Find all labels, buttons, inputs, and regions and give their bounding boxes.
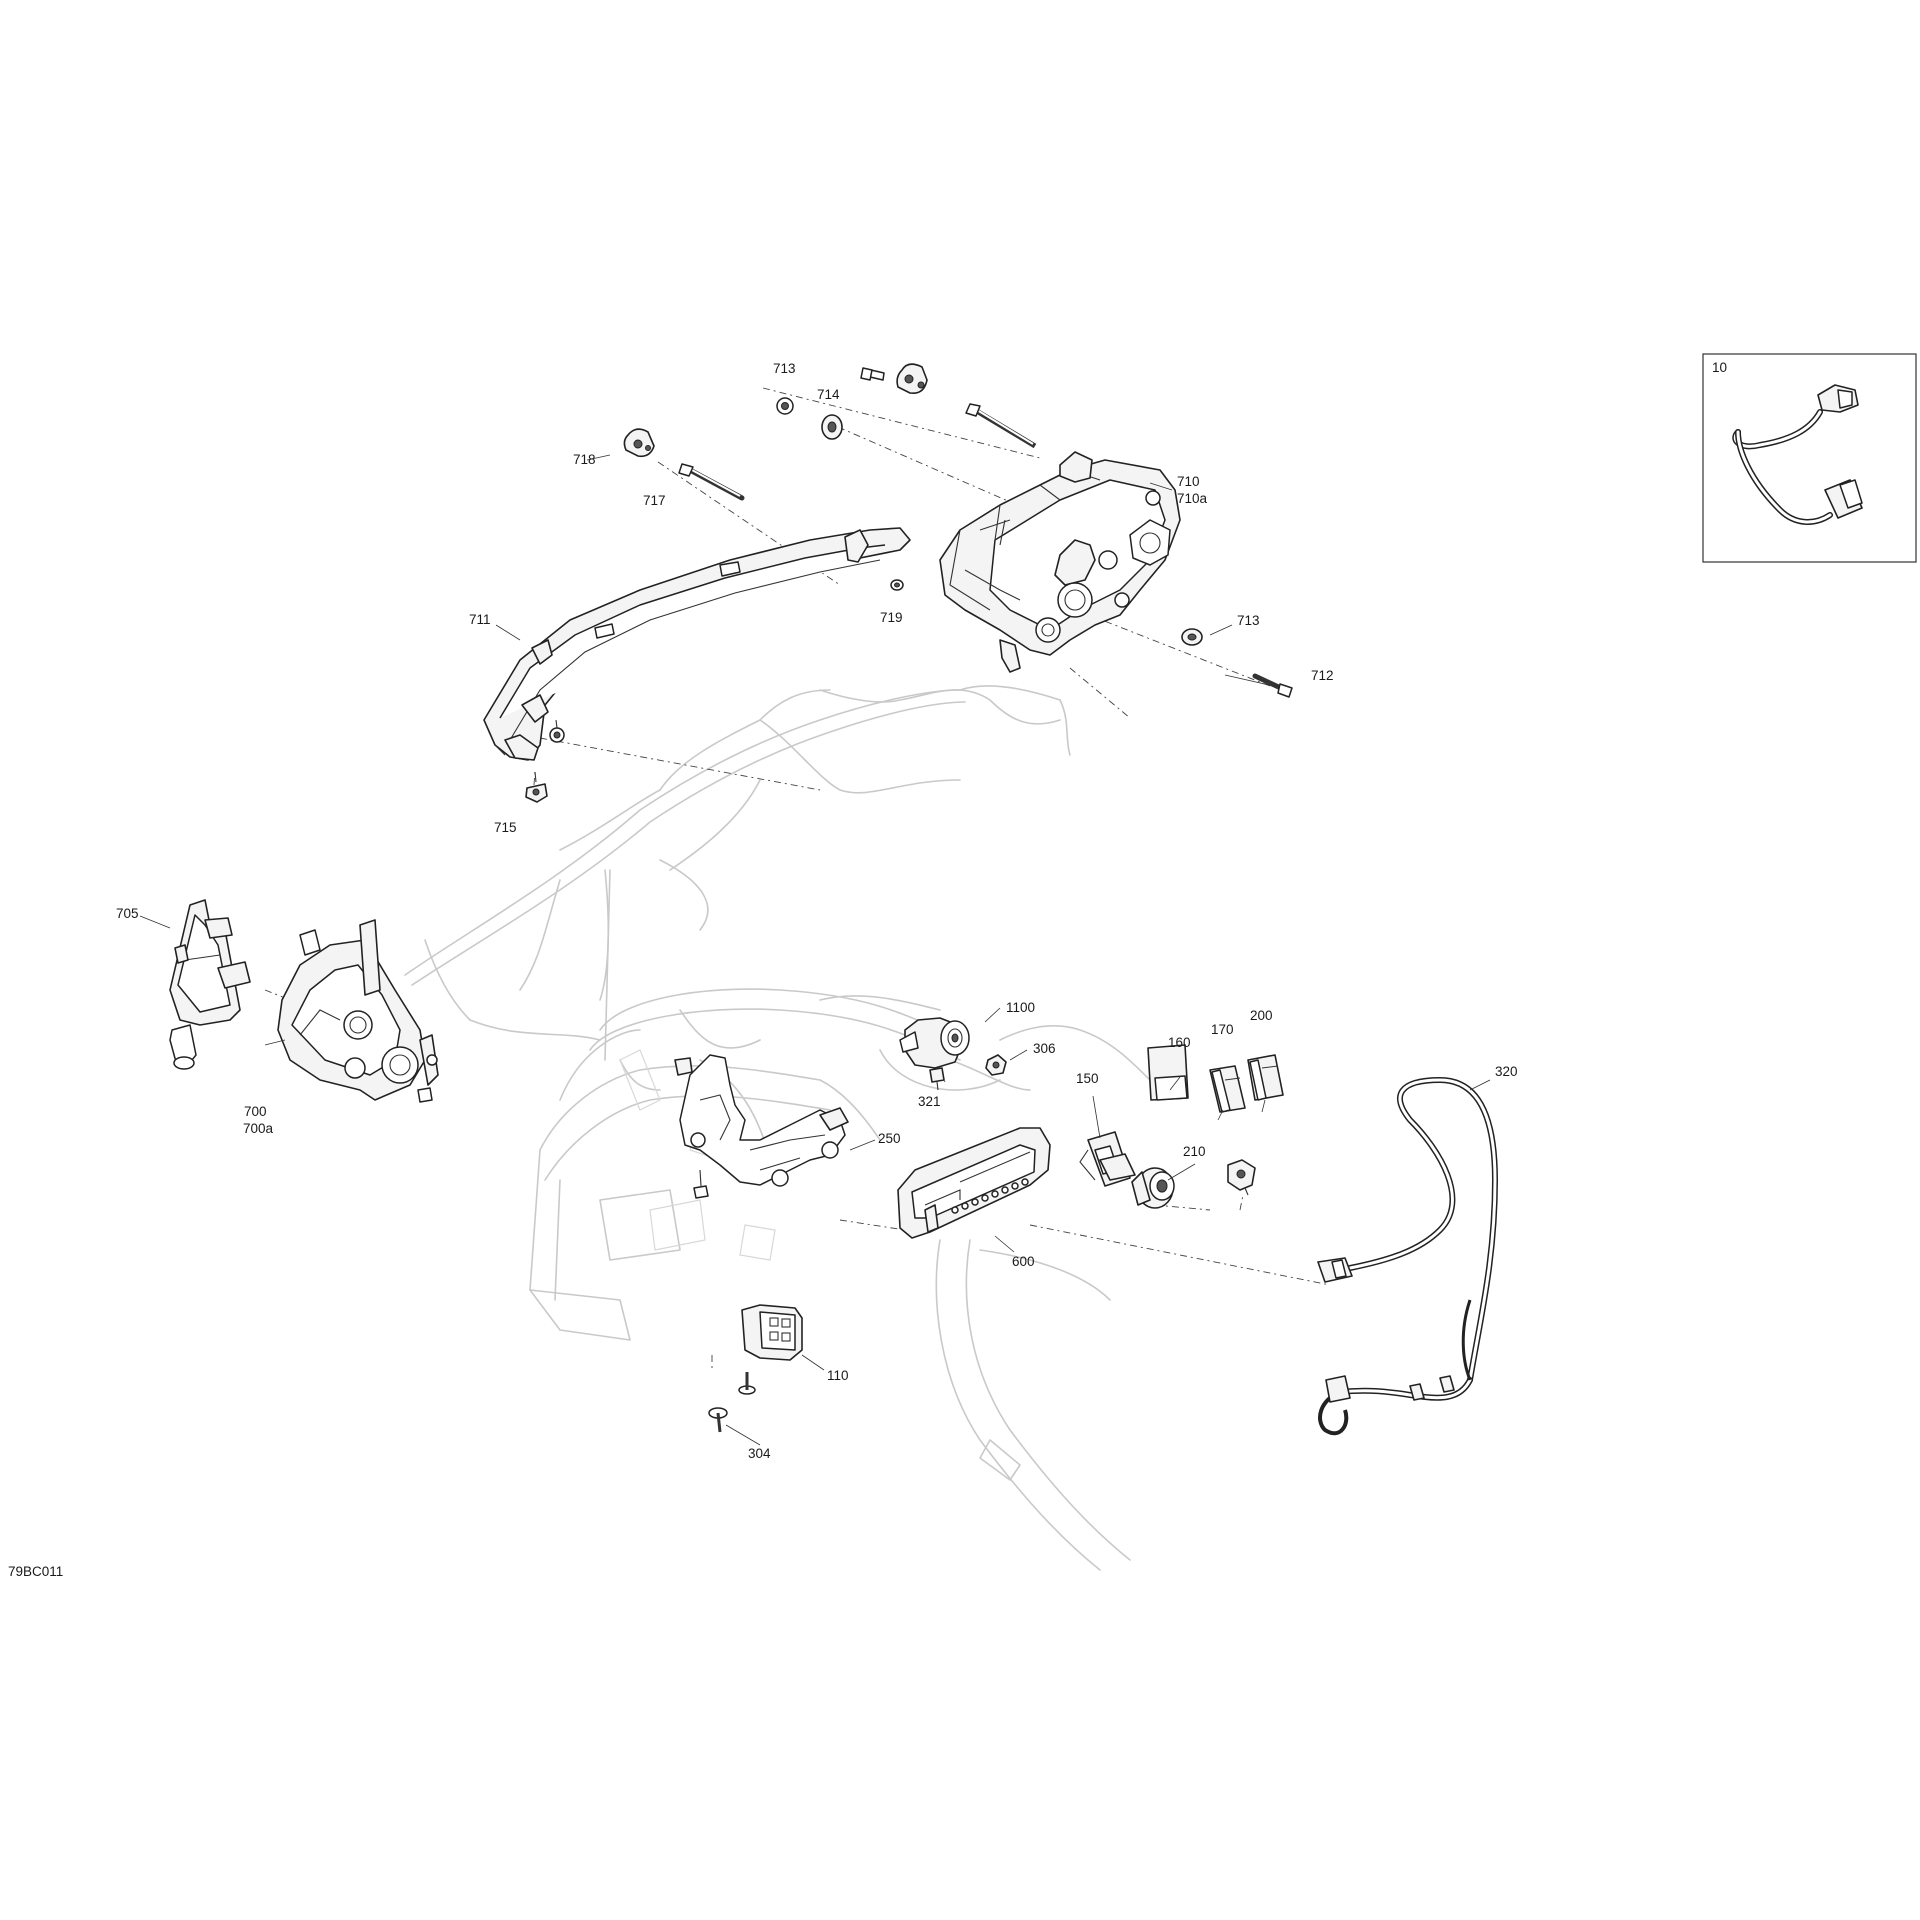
callout-320: 320 bbox=[1495, 1064, 1518, 1079]
screw-304-upper bbox=[738, 1372, 756, 1395]
callout-1100: 1100 bbox=[1006, 1000, 1035, 1015]
callout-712: 712 bbox=[1311, 668, 1334, 683]
switch-170 bbox=[1209, 1065, 1246, 1113]
leader-lines bbox=[139, 454, 1491, 1446]
ghost-wiring-harness bbox=[404, 685, 1151, 1091]
callout-306: 306 bbox=[1033, 1041, 1056, 1056]
fastener-715-upper bbox=[549, 719, 565, 743]
screw-bracket bbox=[693, 1169, 709, 1199]
switch-160 bbox=[1147, 1044, 1189, 1101]
turn-signal-705 bbox=[169, 899, 251, 1070]
inset-label-10: 10 bbox=[1712, 360, 1727, 375]
screw-321 bbox=[929, 1067, 945, 1091]
callout-710a: 710a bbox=[1177, 491, 1208, 506]
callout-170: 170 bbox=[1211, 1022, 1234, 1037]
bolt-712 bbox=[1252, 673, 1293, 698]
callout-304: 304 bbox=[748, 1446, 771, 1461]
nut-306 bbox=[985, 1054, 1007, 1076]
ignition-switch bbox=[1131, 1167, 1175, 1209]
gauge-cluster-600 bbox=[897, 1127, 1051, 1239]
callout-719: 719 bbox=[880, 610, 903, 625]
grommet-718 bbox=[623, 428, 655, 458]
callout-718: 718 bbox=[573, 452, 596, 467]
ghost-frame-tubes bbox=[529, 988, 1131, 1571]
power-socket-1100 bbox=[899, 1017, 970, 1069]
screw-304 bbox=[708, 1407, 728, 1433]
callout-600: 600 bbox=[1012, 1254, 1035, 1269]
callout-210: 210 bbox=[1183, 1144, 1206, 1159]
headlight-710 bbox=[939, 451, 1181, 673]
callout-700: 700 bbox=[244, 1104, 267, 1119]
callout-321: 321 bbox=[918, 1094, 941, 1109]
callout-160: 160 bbox=[1168, 1035, 1191, 1050]
callout-700a: 700a bbox=[243, 1121, 274, 1136]
bracket-plate-top bbox=[896, 363, 928, 395]
callout-705: 705 bbox=[116, 906, 139, 921]
bracket-250 bbox=[674, 1054, 849, 1187]
switch-110 bbox=[741, 1304, 803, 1361]
callout-717: 717 bbox=[643, 493, 666, 508]
long-bolt-top bbox=[965, 403, 1037, 449]
washer-719 bbox=[890, 579, 904, 591]
callout-200: 200 bbox=[1250, 1008, 1273, 1023]
callout-715: 715 bbox=[494, 820, 517, 835]
switch-200 bbox=[1247, 1054, 1284, 1101]
callout-250: 250 bbox=[878, 1131, 901, 1146]
drawing-code: 79BC011 bbox=[8, 1564, 63, 1579]
switch-150 bbox=[1079, 1131, 1136, 1187]
bolt-small-top bbox=[860, 367, 885, 381]
callout-710: 710 bbox=[1177, 474, 1200, 489]
bushing-714 bbox=[821, 414, 843, 440]
long-bolt-717 bbox=[678, 463, 745, 501]
callout-110: 110 bbox=[827, 1368, 849, 1383]
callout-711: 711 bbox=[469, 612, 491, 627]
connector-210 bbox=[1227, 1159, 1256, 1196]
callout-714: 714 bbox=[817, 387, 840, 402]
fastener-715 bbox=[525, 771, 548, 803]
inset-box-10 bbox=[1702, 353, 1917, 563]
headlight-700 bbox=[277, 919, 439, 1103]
washer-713-top bbox=[776, 397, 794, 415]
callout-713-right: 713 bbox=[1237, 613, 1260, 628]
callout-713-top: 713 bbox=[773, 361, 796, 376]
callout-labels: 713 714 718 717 710 710a 711 719 713 712… bbox=[8, 360, 1727, 1579]
washer-713-right bbox=[1181, 628, 1203, 646]
harness-320 bbox=[1317, 1076, 1499, 1436]
callout-150: 150 bbox=[1076, 1071, 1099, 1086]
light-housing-711 bbox=[483, 527, 911, 761]
